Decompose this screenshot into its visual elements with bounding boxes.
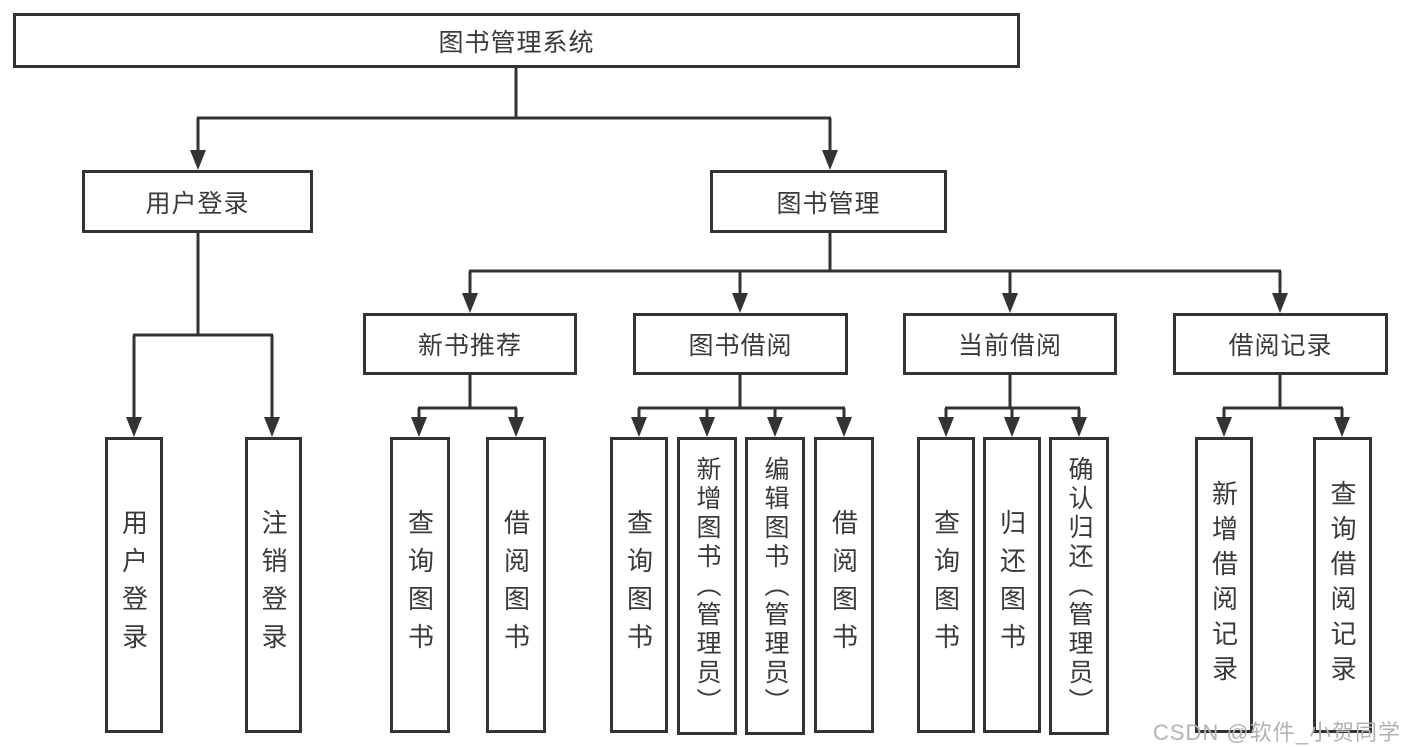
leaf-add-books-admin-label: 新增图书（管理员） <box>693 455 721 717</box>
node-current-borrowing-label: 当前借阅 <box>957 332 1062 360</box>
watermark: CSDN @软件_小贺同学 <box>1152 720 1401 745</box>
leaf-query-books-recommend: 查询图书 <box>390 437 450 733</box>
arrowhead-icon <box>264 417 280 437</box>
leaf-query-borrow-record-label: 查询借阅记录 <box>1327 480 1357 690</box>
leaf-query-books-recommend-label: 查询图书 <box>404 509 435 661</box>
arrowhead-icon <box>126 417 142 437</box>
leaf-return-books-label: 归还图书 <box>996 509 1027 661</box>
arrowhead-icon <box>1002 293 1018 313</box>
leaf-logout-label: 注销登录 <box>258 509 288 661</box>
leaf-confirm-return-admin-label: 确认归还（管理员） <box>1065 455 1093 717</box>
leaf-borrow-books-recommend: 借阅图书 <box>486 437 546 733</box>
node-book-borrowing: 图书借阅 <box>633 313 848 375</box>
arrowhead-icon <box>938 417 954 437</box>
node-book-management-label: 图书管理 <box>776 189 881 218</box>
arrowhead-icon <box>1071 417 1087 437</box>
node-book-borrowing-label: 图书借阅 <box>688 332 793 360</box>
arrowhead-icon <box>508 417 524 437</box>
leaf-logout: 注销登录 <box>245 437 302 733</box>
leaf-add-borrow-record-label: 新增借阅记录 <box>1208 480 1239 690</box>
leaf-return-books: 归还图书 <box>983 437 1041 733</box>
node-root-label: 图书管理系统 <box>438 28 595 57</box>
node-new-book-recommend: 新书推荐 <box>363 313 577 375</box>
leaf-add-borrow-record: 新增借阅记录 <box>1195 437 1253 733</box>
node-user-login-branch-label: 用户登录 <box>145 189 250 218</box>
leaf-query-borrow-record: 查询借阅记录 <box>1313 437 1372 733</box>
arrowhead-icon <box>411 417 427 437</box>
arrowhead-icon <box>836 417 852 437</box>
arrowhead-icon <box>1272 293 1288 313</box>
leaf-confirm-return-admin: 确认归还（管理员） <box>1049 437 1109 735</box>
leaf-user-login: 用户登录 <box>105 437 163 733</box>
leaf-borrow-books-borrowing: 借阅图书 <box>814 437 874 733</box>
arrowhead-icon <box>732 293 748 313</box>
leaf-query-books-current: 查询图书 <box>917 437 975 733</box>
arrowhead-icon <box>1334 417 1350 437</box>
leaf-add-books-admin: 新增图书（管理员） <box>677 437 737 735</box>
node-borrowing-records: 借阅记录 <box>1173 313 1388 375</box>
arrowhead-icon <box>190 150 206 170</box>
leaf-query-books-current-label: 查询图书 <box>930 509 961 661</box>
leaf-borrow-books-borrowing-label: 借阅图书 <box>828 509 859 661</box>
node-user-login-branch: 用户登录 <box>82 170 313 233</box>
node-current-borrowing: 当前借阅 <box>903 313 1117 375</box>
leaf-edit-books-admin: 编辑图书（管理员） <box>745 437 805 735</box>
arrowhead-icon <box>462 293 478 313</box>
arrowhead-icon <box>1216 417 1232 437</box>
arrowhead-icon <box>631 417 647 437</box>
arrowhead-icon <box>1004 417 1020 437</box>
leaf-query-books-borrowing-label: 查询图书 <box>623 509 654 661</box>
leaf-borrow-books-recommend-label: 借阅图书 <box>500 509 531 661</box>
arrowhead-icon <box>767 417 783 437</box>
leaf-edit-books-admin-label: 编辑图书（管理员） <box>761 455 789 717</box>
arrowhead-icon <box>699 417 715 437</box>
leaf-user-login-label: 用户登录 <box>118 509 149 661</box>
node-root: 图书管理系统 <box>13 13 1020 68</box>
node-book-management: 图书管理 <box>710 170 947 233</box>
node-borrowing-records-label: 借阅记录 <box>1228 332 1333 360</box>
arrowhead-icon <box>822 150 838 170</box>
leaf-query-books-borrowing: 查询图书 <box>610 437 668 733</box>
node-new-book-recommend-label: 新书推荐 <box>417 332 522 360</box>
